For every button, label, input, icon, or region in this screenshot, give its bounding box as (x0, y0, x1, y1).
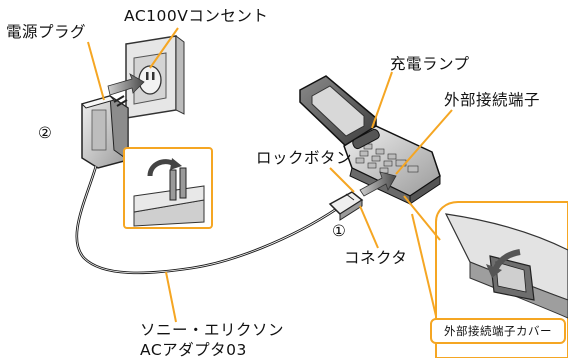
connector-insert-arrow-icon (359, 171, 397, 197)
wall-outlet-icon (125, 35, 185, 119)
lock-button-label: ロックボタン (256, 149, 353, 167)
terminal-cover-caption: 外部接続端子カバー (430, 318, 566, 344)
plug-fold-inset (123, 147, 213, 229)
outlet-label: AC100Vコンセント (124, 7, 269, 25)
external-terminal-label: 外部接続端子 (444, 91, 541, 109)
connector-icon (328, 191, 364, 221)
plug-insert-arrow-icon (107, 73, 145, 96)
adapter-name-line-1: ソニー・エリクソン (140, 321, 285, 339)
power-plug-label: 電源プラグ (6, 23, 87, 41)
terminal-cover-label: 外部接続端子カバー (444, 324, 552, 338)
leader-lines (87, 27, 453, 323)
connector-label: コネクタ (344, 249, 408, 267)
charge-lamp-label: 充電ランプ (390, 55, 470, 73)
step-2-marker: ② (38, 124, 53, 142)
step-1-marker: ① (332, 222, 347, 240)
adapter-name-line-2: ACアダプタ03 (140, 341, 247, 359)
ac-adapter-icon (81, 95, 129, 169)
